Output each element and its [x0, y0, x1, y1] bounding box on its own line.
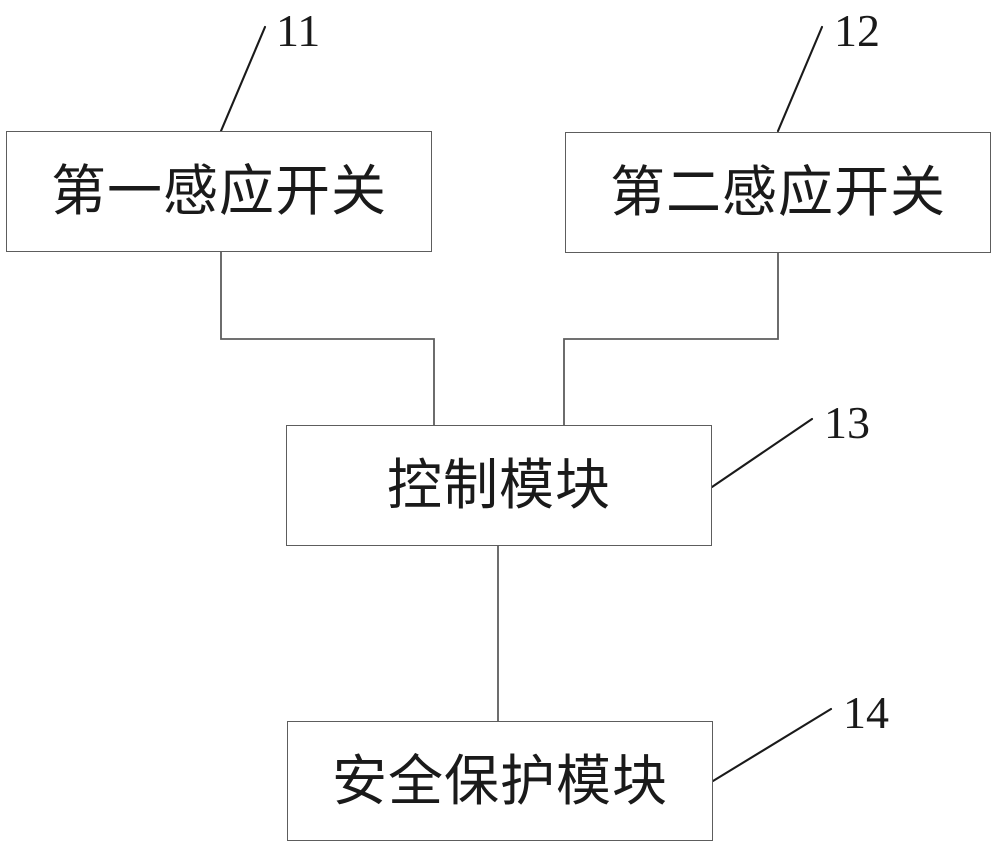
- reference-numeral-14: 14: [843, 687, 889, 738]
- node-first-induction-switch[interactable]: 第一感应开关: [6, 131, 432, 252]
- leader-line-12: [776, 25, 824, 133]
- reference-numeral-13: 13: [824, 397, 870, 448]
- leader-line-11: [219, 25, 267, 133]
- reference-numeral-12: 12: [834, 5, 880, 56]
- node-label-first-induction-switch: 第一感应开关: [50, 159, 387, 223]
- leader-line-13: [710, 417, 814, 489]
- node-safety-protection-module[interactable]: 安全保护模块: [287, 721, 713, 841]
- connector-sensor2-to-control: [563, 252, 779, 426]
- connector-sensor1-to-control: [220, 251, 435, 426]
- reference-numeral-11: 11: [276, 5, 321, 56]
- node-label-second-induction-switch: 第二感应开关: [609, 160, 946, 224]
- node-label-control-module: 控制模块: [386, 453, 611, 517]
- node-control-module[interactable]: 控制模块: [286, 425, 712, 546]
- node-second-induction-switch[interactable]: 第二感应开关: [565, 132, 991, 253]
- leader-line-14: [711, 707, 833, 783]
- node-label-safety-protection-module: 安全保护模块: [331, 748, 668, 813]
